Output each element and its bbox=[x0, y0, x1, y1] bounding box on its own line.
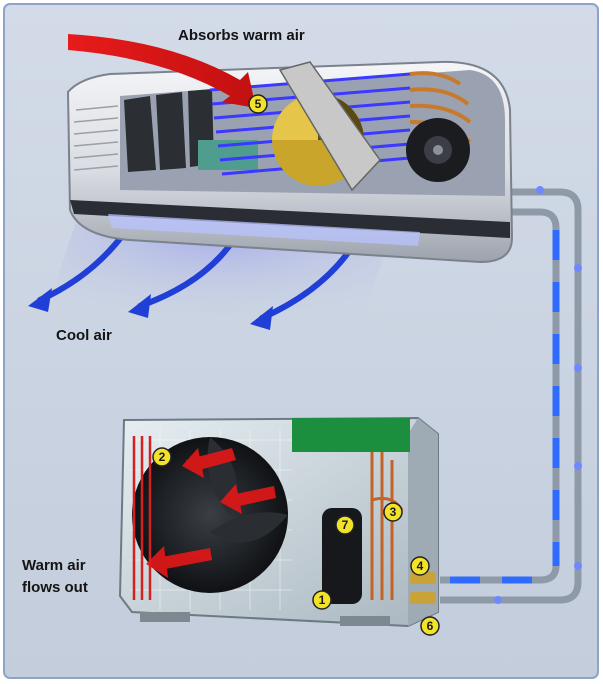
marker-2: 2 bbox=[152, 447, 172, 467]
warm-exhaust-arrows bbox=[146, 448, 276, 578]
label-cool-air: Cool air bbox=[56, 327, 112, 344]
svg-text:3: 3 bbox=[390, 505, 397, 519]
marker-5: 5 bbox=[248, 94, 268, 114]
svg-text:7: 7 bbox=[342, 518, 349, 532]
marker-6: 6 bbox=[420, 616, 440, 636]
svg-text:2: 2 bbox=[159, 450, 166, 464]
warm-air-intake-arrow bbox=[68, 34, 256, 108]
cool-air-arrowheads bbox=[28, 288, 273, 330]
marker-4: 4 bbox=[410, 556, 430, 576]
label-warm-air-line1: Warm air bbox=[22, 557, 86, 574]
svg-text:4: 4 bbox=[417, 559, 424, 573]
indoor-unit bbox=[66, 60, 514, 264]
svg-text:1: 1 bbox=[319, 593, 326, 607]
svg-text:6: 6 bbox=[427, 619, 434, 633]
marker-7: 7 bbox=[335, 515, 355, 535]
label-warm-air-line2: flows out bbox=[22, 579, 88, 596]
refrigerant-pipes bbox=[440, 186, 582, 604]
marker-3: 3 bbox=[383, 502, 403, 522]
marker-1: 1 bbox=[312, 590, 332, 610]
svg-text:5: 5 bbox=[255, 97, 262, 111]
label-absorbs-warm-air: Absorbs warm air bbox=[178, 27, 305, 44]
